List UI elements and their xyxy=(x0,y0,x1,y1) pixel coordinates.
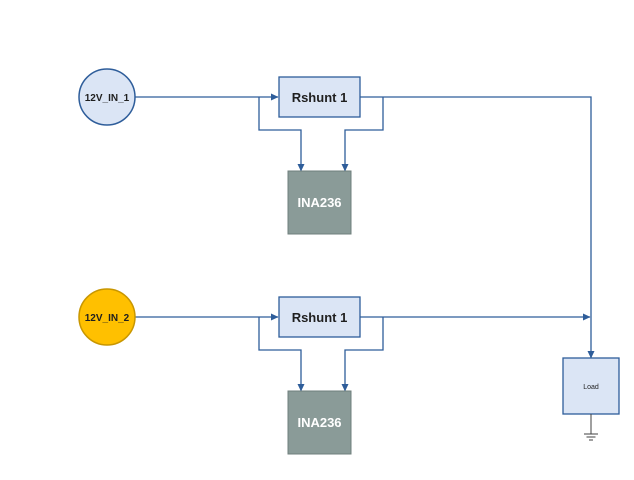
shunt-label-1: Rshunt 1 xyxy=(292,90,348,105)
sensor-label-2: INA236 xyxy=(297,415,341,430)
source-label-1: 12V_IN_1 xyxy=(85,93,130,104)
wire-shunt2-sense-left xyxy=(258,317,305,392)
ground-icon xyxy=(584,414,598,441)
wire-shunt1-sense-right xyxy=(341,97,384,172)
load-block: Load xyxy=(562,357,620,441)
sensor-label-1: INA236 xyxy=(297,195,341,210)
shunt-resistor-1 xyxy=(278,76,361,118)
source-label-2: 12V_IN_2 xyxy=(85,313,130,324)
load-box xyxy=(562,357,620,415)
source-node-2 xyxy=(78,288,136,346)
shunt-label-2: Rshunt 1 xyxy=(292,310,348,325)
wire-shunt1-to-load xyxy=(360,96,595,359)
source-node-1 xyxy=(78,68,136,126)
current-sensor-2 xyxy=(287,390,352,455)
channel-2: 12V_IN_2 Rshunt 1 INA236 xyxy=(78,288,591,455)
wire-shunt1-sense-left xyxy=(258,97,305,172)
channel-1: 12V_IN_1 Rshunt 1 INA236 xyxy=(78,68,595,359)
wire-shunt2-sense-right xyxy=(341,317,384,392)
shunt-resistor-2 xyxy=(278,296,361,338)
load-label: Load xyxy=(583,384,599,391)
current-sensor-1 xyxy=(287,170,352,235)
